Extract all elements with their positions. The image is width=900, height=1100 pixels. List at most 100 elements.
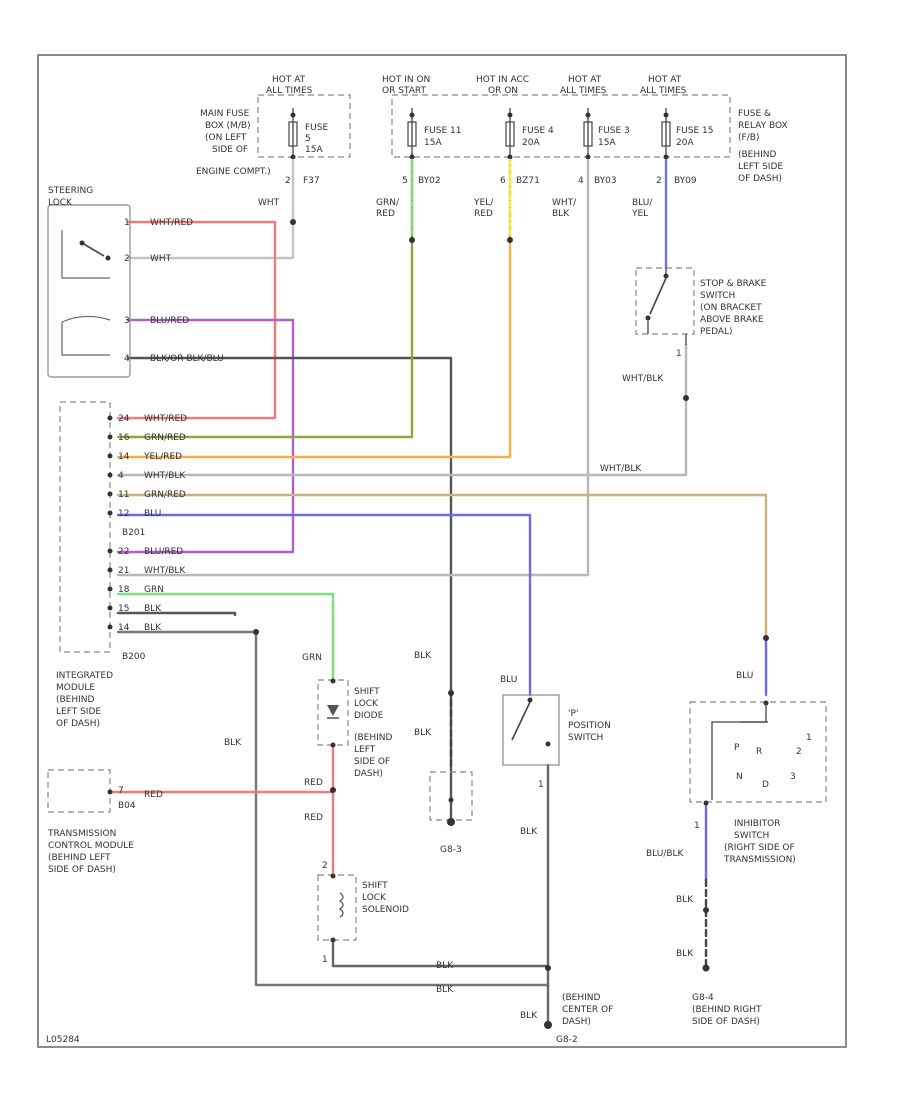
svg-text:HOT AT: HOT AT <box>568 75 602 85</box>
svg-text:(BEHIND: (BEHIND <box>562 993 601 1003</box>
module-pin-number: 15 <box>118 604 129 614</box>
svg-text:LOCK: LOCK <box>362 893 387 903</box>
module-pin-dot <box>107 434 113 440</box>
svg-text:SIDE OF: SIDE OF <box>212 145 248 155</box>
svg-text:MAIN FUSE: MAIN FUSE <box>200 109 250 119</box>
svg-text:1: 1 <box>322 955 328 965</box>
svg-text:1: 1 <box>124 218 130 228</box>
svg-text:SIDE OF DASH): SIDE OF DASH) <box>48 865 116 875</box>
module-pin-number: 4 <box>118 471 124 481</box>
svg-text:(BEHIND RIGHT: (BEHIND RIGHT <box>692 1005 762 1015</box>
svg-text:LEFT: LEFT <box>354 745 376 755</box>
module-pin-dot <box>107 472 113 478</box>
svg-text:YEL/: YEL/ <box>473 198 494 208</box>
svg-text:LOCK: LOCK <box>354 699 379 709</box>
module-pin-number: 18 <box>118 585 130 595</box>
module-pin-dot <box>107 548 113 554</box>
svg-text:HOT AT: HOT AT <box>648 75 682 85</box>
svg-text:SWITCH: SWITCH <box>700 291 735 301</box>
svg-text:BLU/RED: BLU/RED <box>150 316 189 326</box>
svg-text:BLU/BLK: BLU/BLK <box>646 849 685 859</box>
module-pin-dot <box>107 586 113 592</box>
svg-text:GRN: GRN <box>302 653 322 663</box>
svg-text:5: 5 <box>402 176 408 186</box>
module-pin-dot <box>107 567 113 573</box>
svg-text:4: 4 <box>124 354 130 364</box>
svg-text:ABOVE BRAKE: ABOVE BRAKE <box>700 315 764 325</box>
svg-text:MODULE: MODULE <box>56 683 95 693</box>
module-pin-dot <box>107 453 113 459</box>
shift-lock-diode: GRN SHIFT LOCK DIODE (BEHIND LEFT SIDE O… <box>302 653 393 823</box>
module-pin-wire: BLK <box>144 623 162 633</box>
svg-text:SWITCH: SWITCH <box>568 733 603 743</box>
module-pin-number: 11 <box>118 490 129 500</box>
svg-text:YEL: YEL <box>631 209 648 219</box>
svg-text:20A: 20A <box>676 138 694 148</box>
svg-text:ALL TIMES: ALL TIMES <box>266 86 313 96</box>
module-pin-dot <box>107 491 113 497</box>
svg-text:WHT/BLK: WHT/BLK <box>622 374 664 384</box>
svg-text:SIDE OF DASH): SIDE OF DASH) <box>692 1017 760 1027</box>
svg-text:TRANSMISSION): TRANSMISSION) <box>723 855 796 865</box>
module-pin-wire: GRN/RED <box>144 490 186 500</box>
svg-text:POSITION: POSITION <box>568 721 611 731</box>
svg-text:WHT/RED: WHT/RED <box>150 218 193 228</box>
svg-text:2: 2 <box>656 176 662 186</box>
svg-text:15A: 15A <box>305 145 323 155</box>
svg-text:OF DASH): OF DASH) <box>56 719 100 729</box>
svg-text:WHT: WHT <box>258 198 280 208</box>
svg-text:TRANSMISSION: TRANSMISSION <box>47 829 116 839</box>
wire-blk-15 <box>116 611 237 617</box>
wire-grn-red-inhibitor <box>116 493 768 642</box>
svg-text:FUSE 3: FUSE 3 <box>598 126 630 136</box>
svg-text:DIODE: DIODE <box>354 711 384 721</box>
svg-text:RED: RED <box>304 778 323 788</box>
wire-yel-red <box>116 158 512 459</box>
diagram-frame <box>37 54 847 1048</box>
svg-text:CENTER OF: CENTER OF <box>562 1005 613 1015</box>
wire-wht <box>126 158 295 260</box>
svg-text:HOT IN ON: HOT IN ON <box>382 75 430 85</box>
module-pin-wire: B201 <box>122 528 145 538</box>
p-position-switch: BLU 'P' POSITION SWITCH 1 BLK <box>500 675 611 837</box>
svg-text:BLK: BLK <box>676 949 694 959</box>
svg-text:INTEGRATED: INTEGRATED <box>56 671 113 681</box>
svg-text:1: 1 <box>694 821 700 831</box>
svg-text:BLU/: BLU/ <box>632 198 653 208</box>
shift-lock-solenoid: SHIFT LOCK SOLENOID 2 1 BLK BLK <box>317 861 454 995</box>
svg-text:STOP & BRAKE: STOP & BRAKE <box>700 279 767 289</box>
svg-text:7: 7 <box>118 786 124 796</box>
svg-text:(BEHIND LEFT: (BEHIND LEFT <box>48 853 111 863</box>
module-pin-dot <box>107 605 113 611</box>
svg-text:(ON BRACKET: (ON BRACKET <box>700 303 762 313</box>
transmission-control-module: 7 RED B04 TRANSMISSION CONTROL MODULE (B… <box>47 738 242 875</box>
feed-wire-labels: GRN/ RED YEL/ RED WHT/ BLK BLU/ YEL <box>376 198 653 219</box>
svg-text:G8-4: G8-4 <box>692 993 714 1003</box>
module-pin-dot <box>107 415 113 421</box>
svg-text:BLK: BLK <box>414 728 432 738</box>
svg-text:FUSE 4: FUSE 4 <box>522 126 554 136</box>
svg-text:D: D <box>762 780 769 790</box>
module-pin-wire: WHT/RED <box>144 414 187 424</box>
svg-text:(ON LEFT: (ON LEFT <box>205 133 247 143</box>
svg-text:ALL TIMES: ALL TIMES <box>640 86 687 96</box>
svg-text:RED: RED <box>144 790 163 800</box>
svg-text:(RIGHT SIDE OF: (RIGHT SIDE OF <box>724 843 795 853</box>
svg-text:FUSE 15: FUSE 15 <box>676 126 713 136</box>
ground-g8-3: BLK BLK G8-3 <box>414 651 473 855</box>
svg-text:3: 3 <box>790 772 796 782</box>
wire-wht-blk-brake <box>116 343 688 477</box>
module-pin-dot <box>107 510 113 516</box>
svg-text:BLK: BLK <box>552 209 570 219</box>
svg-text:GRN/: GRN/ <box>376 198 400 208</box>
wire-grn <box>116 592 335 682</box>
module-pin-dot <box>107 624 113 630</box>
module-pin-number: 12 <box>118 509 129 519</box>
svg-text:5: 5 <box>305 134 311 144</box>
svg-text:F37: F37 <box>303 176 320 186</box>
module-pin-number: 22 <box>118 547 129 557</box>
svg-text:FUSE: FUSE <box>305 123 328 133</box>
module-pin-wire: WHT/BLK <box>144 566 186 576</box>
module-pin-number: 16 <box>118 433 130 443</box>
wire-blk-solenoid <box>331 938 550 968</box>
